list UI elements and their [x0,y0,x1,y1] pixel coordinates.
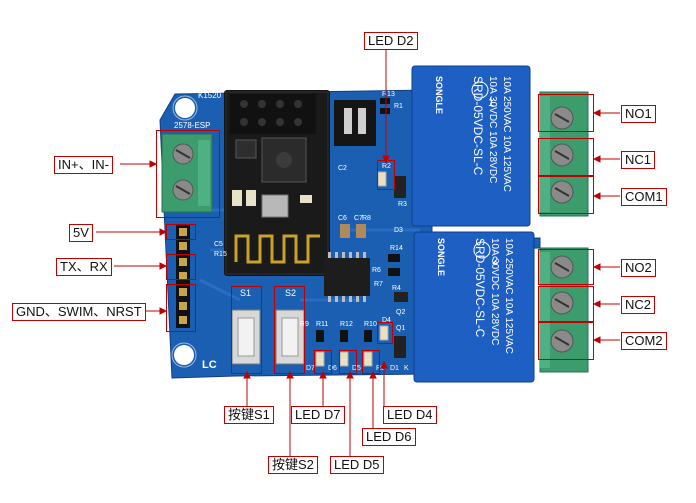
svg-text:R6: R6 [372,267,381,274]
label-in-power: IN+、IN- [54,156,113,174]
relay-2: 10A 250VAC 10A 125VAC 10A 30VDC 10A 28VD… [413,231,535,383]
highlight-no2 [538,249,594,285]
svg-text:R2: R2 [382,163,391,170]
pin-header-left [176,224,190,328]
label-gnd-swim-nrst: GND、SWIM、NRST [12,303,146,321]
svg-text:C5: C5 [214,241,223,248]
svg-text:D1: D1 [390,365,399,372]
svg-text:10A 30VDC 10A 28VDC: 10A 30VDC 10A 28VDC [487,76,498,183]
svg-text:C7: C7 [354,215,363,222]
module-code-text: 2578-ESP [174,121,210,130]
svg-text:D7: D7 [306,365,315,372]
label-key-s1: 按键S1 [224,406,274,424]
svg-text:SRD-05VDC-SL-C: SRD-05VDC-SL-C [473,238,487,338]
label-no2: NO2 [621,259,656,277]
highlight-led-d6 [362,350,380,374]
label-nc2: NC2 [621,296,656,314]
svg-text:C2: C2 [338,165,347,172]
jumper-header [334,100,376,146]
label-led-d2: LED D2 [364,32,418,50]
highlight-led-d2 [377,160,395,190]
svg-text:R7: R7 [374,281,383,288]
svg-text:10A 250VAC 10A 125VAC: 10A 250VAC 10A 125VAC [501,76,512,192]
silk-s2: S2 [285,288,296,298]
svg-text:R14: R14 [390,245,403,252]
smd-components [315,98,408,367]
svg-text:R4: R4 [392,285,401,292]
svg-text:K: K [404,365,409,372]
highlight-com1 [538,176,594,214]
input-terminal-block [161,133,213,213]
label-nc1: NC1 [621,151,656,169]
svg-text:R1: R1 [394,103,403,110]
svg-text:D6: D6 [328,365,337,372]
relay-1-num: 1 [488,97,494,109]
svg-text:R13: R13 [382,91,395,98]
svg-text:Q2: Q2 [396,309,405,316]
button-s1 [231,309,261,365]
highlight-led-d5 [339,350,357,374]
highlight-led-d7 [314,350,332,374]
svg-text:10A 30VDC 10A 28VDC: 10A 30VDC 10A 28VDC [489,238,500,345]
svg-text:SONGLE: SONGLE [436,238,446,276]
label-com2: COM2 [621,332,667,350]
label-tx-rx: TX、RX [56,258,112,276]
mcu-chip [324,252,370,302]
svg-text:R3: R3 [398,201,407,208]
button-s2 [275,309,305,365]
highlight-button-s1 [231,286,262,374]
module-header [230,94,316,134]
label-led-d7: LED D7 [291,406,345,424]
mount-hole-bl [174,345,194,365]
label-led-d6: LED D6 [362,428,416,446]
svg-text:D3: D3 [394,227,403,234]
output-terminal-block-1 [539,91,589,217]
highlight-no1 [538,94,594,132]
svg-text:C6: C6 [338,215,347,222]
silk-s1: S1 [240,288,251,298]
module-id-text: K1520 [198,91,222,100]
highlight-button-s2 [274,286,305,374]
highlight-gnd-swim-nrst-pins [166,284,196,332]
highlight-led-d4 [377,322,393,344]
highlight-com2 [538,322,594,360]
highlight-txrx-pins [166,254,196,280]
label-key-s2: 按键S2 [268,456,318,474]
relay-2-num: 2 [492,255,498,267]
silk-logo: LC [202,359,217,371]
mount-hole-tl [175,98,195,118]
label-no1: NO1 [621,105,656,123]
svg-text:R10: R10 [364,321,377,328]
svg-text:R11: R11 [316,321,328,328]
svg-text:SRD-05VDC-SL-C: SRD-05VDC-SL-C [471,76,485,176]
callout-lines [96,48,620,456]
pcb-antenna [234,234,320,264]
highlight-5v-pin [166,224,196,240]
highlight-nc1 [538,138,594,176]
relay-1: 10A 250VAC 10A 125VAC 10A 30VDC 10A 28VD… [411,65,531,227]
svg-text:10A 250VAC 10A 125VAC: 10A 250VAC 10A 125VAC [503,238,514,354]
label-led-d5: LED D5 [330,456,384,474]
svg-text:D4: D4 [382,317,391,324]
label-com1: COM1 [621,188,667,206]
svg-text:R15: R15 [214,251,227,258]
crystal [261,194,289,218]
svg-text:R8: R8 [362,215,371,222]
svg-text:SONGLE: SONGLE [434,76,444,114]
label-led-d4: LED D4 [383,406,437,424]
svg-text:R12: R12 [340,321,353,328]
highlight-nc2 [538,286,594,322]
label-5v: 5V [69,224,93,242]
highlight-input-terminal [156,130,220,218]
output-terminal-block-2 [539,247,589,373]
svg-text:Q1: Q1 [396,325,405,332]
